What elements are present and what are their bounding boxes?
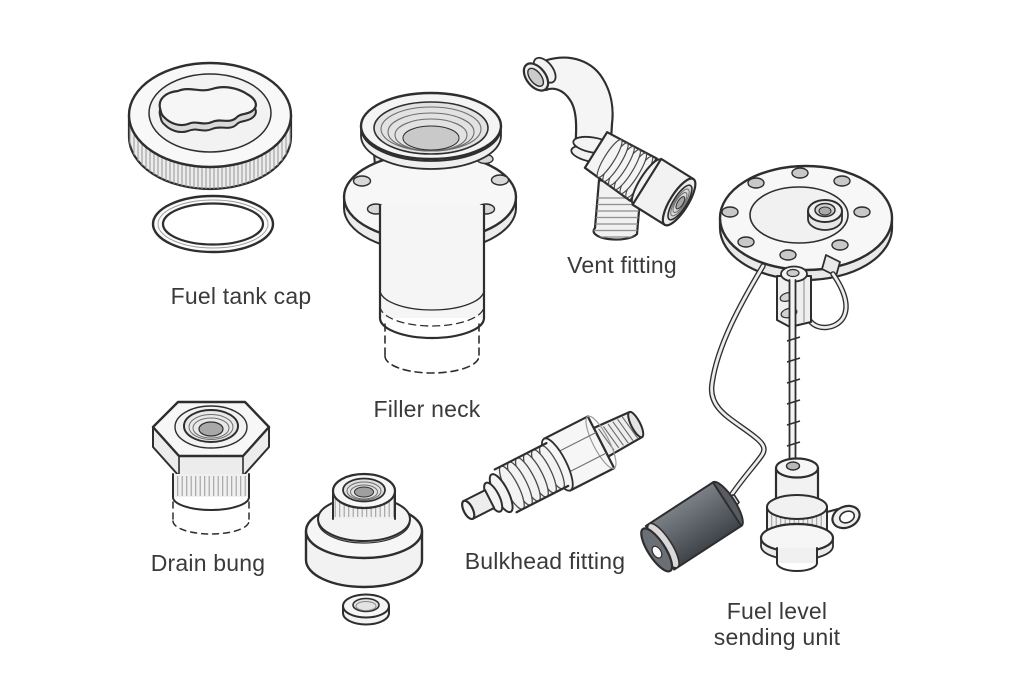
label-fuel-level-sending-unit: Fuel level sending unit bbox=[713, 598, 841, 650]
fuel-tank-cap-illustration bbox=[127, 61, 293, 254]
vent-hose-end bbox=[522, 56, 557, 92]
label-fuel-tank-cap: Fuel tank cap bbox=[170, 283, 312, 309]
rod-graduations bbox=[786, 336, 801, 447]
label-drain-bung: Drain bung bbox=[150, 550, 266, 576]
washer bbox=[342, 593, 390, 626]
cap-gasket-ring bbox=[151, 194, 275, 254]
sender-float bbox=[640, 480, 744, 573]
filler-neck-illustration bbox=[342, 91, 518, 374]
label-vent-fitting: Vent fitting bbox=[567, 252, 677, 278]
fuel-level-sending-unit-illustration bbox=[640, 164, 894, 573]
sender-port bbox=[807, 199, 843, 231]
vent-elbow bbox=[544, 56, 614, 151]
label-filler-neck: Filler neck bbox=[373, 396, 481, 422]
label-bulkhead-fitting: Bulkhead fitting bbox=[464, 548, 626, 574]
vent-fitting-illustration bbox=[522, 56, 697, 241]
bulkhead-fitting-illustration bbox=[461, 410, 645, 521]
cap-grip bbox=[158, 86, 257, 127]
drain-bung-illustration bbox=[151, 400, 271, 535]
weld-bung-and-washer-illustration bbox=[304, 472, 424, 626]
sender-bottom-assembly bbox=[759, 457, 861, 572]
sender-flange-holes bbox=[721, 167, 871, 261]
